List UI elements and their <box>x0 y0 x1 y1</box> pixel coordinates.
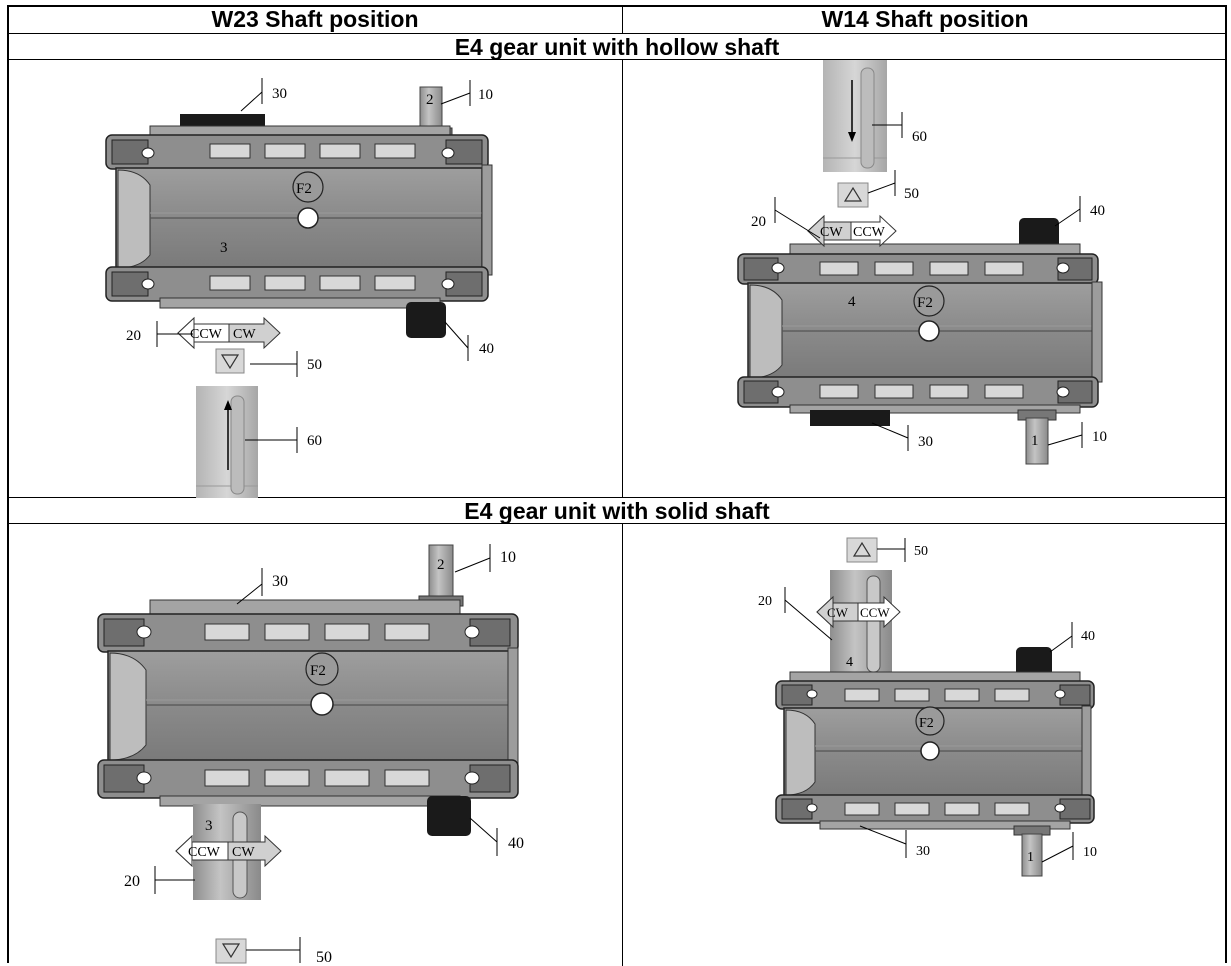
f2-label: F2 <box>917 295 933 311</box>
rotation-label-left: CCW <box>188 845 221 860</box>
rotation-label-right: CCW <box>860 605 890 620</box>
callout-50: 50 <box>914 544 928 559</box>
callout-20: 20 <box>751 214 766 230</box>
rotation-arrow-cw-ccw <box>807 214 897 248</box>
callout-20: 20 <box>758 594 772 609</box>
gear-unit-solid-w23 <box>97 544 519 900</box>
callout-50: 50 <box>307 357 322 373</box>
f2-label: F2 <box>310 663 326 679</box>
callout-leaders <box>774 112 1083 451</box>
solid-shaft <box>830 570 892 680</box>
table-frame <box>7 5 1227 963</box>
callout-40: 40 <box>1090 203 1105 219</box>
callout-leaders <box>156 78 471 453</box>
column-divider-top <box>622 5 623 33</box>
rotation-label-left: CW <box>827 605 849 620</box>
column-divider-hollow <box>622 59 623 497</box>
black-motor <box>406 302 446 338</box>
section-title-hollow: E4 gear unit with hollow shaft <box>454 34 780 60</box>
shaft-number: 2 <box>437 557 445 573</box>
shaft-number: 1 <box>1031 433 1039 449</box>
callout-10: 10 <box>1083 845 1097 860</box>
callout-30: 30 <box>272 573 288 590</box>
section-solid-top-divider <box>7 497 1227 498</box>
view-symbol <box>846 537 878 563</box>
callout-20: 20 <box>126 328 141 344</box>
side-number: 4 <box>848 294 856 310</box>
side-number: 4 <box>846 655 853 670</box>
f2-label: F2 <box>919 716 934 731</box>
column-header-w23: W23 Shaft position <box>211 6 419 32</box>
gear-unit-hollow-w23 <box>105 86 493 338</box>
header-divider <box>7 33 1227 34</box>
rotation-label-left: CW <box>820 225 843 240</box>
view-symbol <box>837 182 869 208</box>
rotation-label-left: CCW <box>190 327 223 342</box>
view-symbol <box>215 348 245 374</box>
shaft-number: 2 <box>426 92 434 108</box>
callout-40: 40 <box>1081 629 1095 644</box>
rotation-label-right: CW <box>233 327 256 342</box>
view-symbol <box>215 938 247 964</box>
section-solid-divider <box>7 523 1227 524</box>
gear-unit-solid-w14 <box>775 537 1095 877</box>
rotation-label-right: CW <box>232 845 255 860</box>
rotation-label-right: CCW <box>853 225 886 240</box>
rotation-arrow-ccw-cw <box>177 316 281 350</box>
black-motor <box>427 796 471 836</box>
section-title-solid: E4 gear unit with solid shaft <box>464 498 770 524</box>
rotation-arrow-cw-ccw <box>816 595 901 629</box>
shaft-number: 1 <box>1027 850 1034 865</box>
callout-10: 10 <box>478 87 493 103</box>
f2-label: F2 <box>296 181 312 197</box>
gear-unit-hollow-w14 <box>737 60 1103 465</box>
callout-50: 50 <box>904 186 919 202</box>
callout-30: 30 <box>272 86 287 102</box>
callout-leaders <box>154 544 498 963</box>
side-number: 3 <box>205 818 213 834</box>
section-hollow-divider <box>7 59 1227 60</box>
callout-leaders <box>784 538 1074 863</box>
rotation-arrow-ccw-cw <box>175 834 282 868</box>
black-cover <box>810 410 890 426</box>
output-shaft <box>1025 417 1049 465</box>
column-header-w14: W14 Shaft position <box>821 6 1029 32</box>
callout-40: 40 <box>479 341 494 357</box>
callout-10: 10 <box>1092 429 1107 445</box>
column-divider-solid <box>622 523 623 966</box>
callout-60: 60 <box>307 433 322 449</box>
callout-60: 60 <box>912 129 927 145</box>
callout-20: 20 <box>124 873 140 890</box>
callout-50: 50 <box>316 949 332 966</box>
side-number: 3 <box>220 240 228 256</box>
callout-10: 10 <box>500 549 516 566</box>
output-shaft <box>1021 833 1043 877</box>
hollow-shaft <box>823 60 887 172</box>
callout-30: 30 <box>918 434 933 450</box>
callout-40: 40 <box>508 835 524 852</box>
callout-30: 30 <box>916 844 930 859</box>
